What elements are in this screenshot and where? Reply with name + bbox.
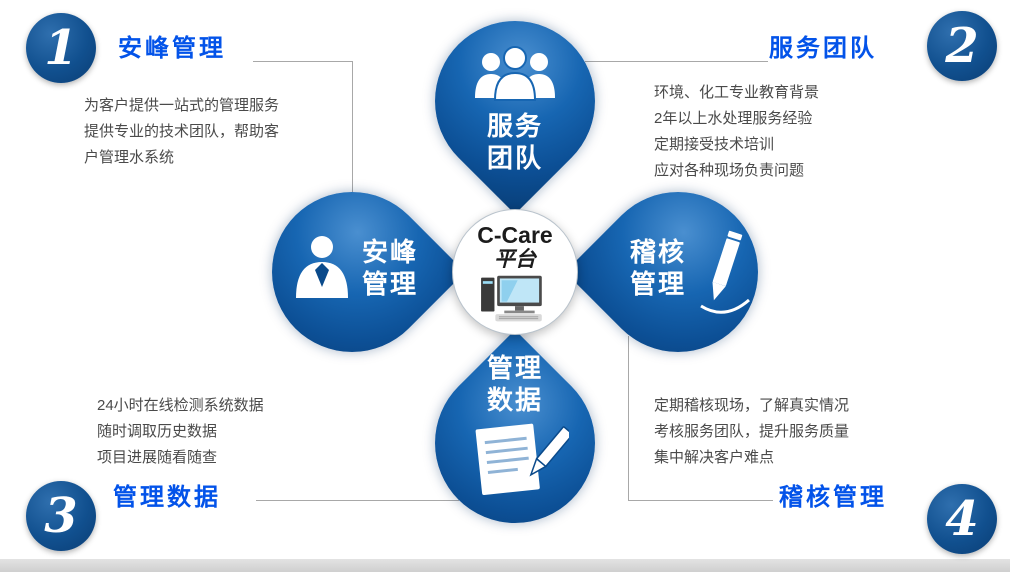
number-badge-1: 1: [26, 13, 96, 83]
text-line: 考核服务团队，提升服务质量: [654, 423, 850, 440]
number-badge-3: 3: [26, 481, 96, 551]
text-line: 随时调取历史数据: [97, 423, 218, 440]
petal-label-service-team: 服务 团队: [465, 110, 565, 174]
corner-title-audit-management: 稽核管理: [779, 484, 887, 511]
text-line: 定期接受技术培训: [654, 136, 775, 153]
connector-line-bottom-right-vertical: [628, 336, 629, 500]
text-line: 项目进展随看随查: [97, 449, 218, 466]
corner-text-service-team: 环境、化工专业教育背景 2年以上水处理服务经验 定期接受技术培训 应对各种现场负…: [654, 80, 904, 184]
corner-text-audit-management: 定期稽核现场，了解真实情况 考核服务团队，提升服务质量 集中解决客户难点: [654, 393, 914, 471]
text-line: 应对各种现场负责问题: [654, 162, 805, 179]
text-line: 集中解决客户难点: [654, 449, 775, 466]
corner-title-service-team: 服务团队: [769, 35, 877, 62]
petal-label-line: 稽核: [629, 237, 686, 267]
text-line: 定期稽核现场，了解真实情况: [654, 397, 850, 414]
petal-label-line: 安峰: [361, 237, 418, 267]
pencil-icon: [693, 226, 757, 322]
text-line: 提供专业的技术团队，帮助客: [84, 123, 280, 140]
petal-label-line: 团队: [486, 143, 543, 173]
connector-line-top-left-vertical: [352, 61, 353, 192]
petal-service-team: [401, 0, 629, 215]
petal-label-line: 数据: [486, 385, 543, 415]
computer-icon: [475, 274, 555, 329]
corner-text-management-data: 24小时在线检测系统数据 随时调取历史数据 项目进展随看随查: [97, 393, 347, 471]
footer-strip: [0, 559, 1010, 572]
team-icon: [467, 46, 563, 102]
corner-title-anfeng-management: 安峰管理: [118, 35, 226, 62]
text-line: 户管理水系统: [84, 149, 175, 166]
petal-label-line: 管理: [629, 269, 686, 299]
connector-line-bottom-left-horizontal: [256, 500, 459, 501]
text-line: 环境、化工专业教育背景: [654, 84, 820, 101]
center-title-cn: 平台: [494, 248, 536, 271]
petal-label-line: 管理: [486, 353, 543, 383]
connector-line-top-right-horizontal: [585, 61, 768, 62]
document-pen-icon: [465, 418, 574, 506]
petal-label-management-data: 管理 数据: [465, 352, 565, 416]
connector-line-bottom-right-horizontal: [628, 500, 773, 501]
connector-line-top-left-horizontal: [253, 61, 353, 62]
petal-label-line: 管理: [361, 269, 418, 299]
text-line: 24小时在线检测系统数据: [97, 397, 264, 414]
petal-label-anfeng-management: 安峰 管理: [352, 236, 428, 300]
number-badge-4: 4: [927, 484, 997, 554]
petal-label-line: 服务: [486, 111, 543, 141]
person-icon: [290, 232, 354, 304]
center-platform-circle: C-Care 平台: [452, 209, 578, 335]
corner-title-management-data: 管理数据: [113, 484, 221, 511]
center-title-en: C-Care: [477, 222, 553, 248]
corner-text-anfeng-management: 为客户提供一站式的管理服务 提供专业的技术团队，帮助客 户管理水系统: [84, 93, 334, 171]
number-badge-2: 2: [927, 11, 997, 81]
text-line: 为客户提供一站式的管理服务: [84, 97, 280, 114]
petal-label-audit-management: 稽核 管理: [620, 236, 696, 300]
text-line: 2年以上水处理服务经验: [654, 110, 813, 127]
